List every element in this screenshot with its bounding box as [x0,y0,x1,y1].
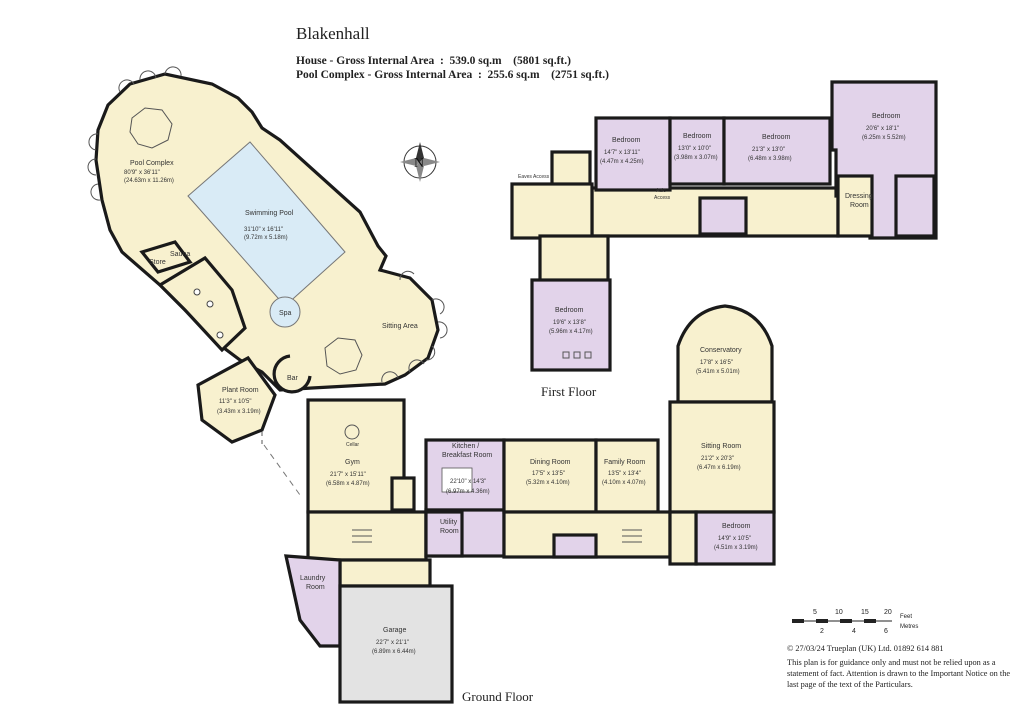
guidance-notice: This plan is for guidance only and must … [787,658,1011,689]
pool-windows [87,66,448,383]
svg-text:10: 10 [835,609,843,616]
room-bed2: Bedroom [683,133,712,140]
svg-text:80'9" x 36'11": 80'9" x 36'11" [124,170,160,176]
room-utility: Utility [440,519,458,526]
svg-text:15: 15 [861,609,869,616]
first-floor-block [510,80,938,372]
pool-area: Pool Complex - Gross Internal Area : 255… [296,69,609,81]
svg-text:17'8" x 16'5": 17'8" x 16'5" [700,360,733,366]
svg-text:19'6" x 13'8": 19'6" x 13'8" [553,320,586,326]
svg-text:(4.10m x 4.07m): (4.10m x 4.07m) [602,480,646,486]
room-kitchen: Kitchen / [452,443,479,450]
svg-text:14'7" x 13'11": 14'7" x 13'11" [604,150,640,156]
room-plant: Plant Room [222,387,259,394]
svg-text:(6.48m x 3.98m): (6.48m x 3.98m) [748,156,792,162]
svg-text:22'7" x 21'1": 22'7" x 21'1" [376,640,409,646]
room-attic: Attic [656,188,666,194]
room-dining: Dining Room [530,459,571,466]
svg-text:(9.72m x 5.18m): (9.72m x 5.18m) [244,235,288,241]
svg-text:17'5" x 13'5": 17'5" x 13'5" [532,471,565,477]
svg-text:(6.97m x 4.36m): (6.97m x 4.36m) [446,489,490,495]
svg-text:(6.58m x 4.87m): (6.58m x 4.87m) [326,481,370,487]
svg-text:22'10" x 14'3": 22'10" x 14'3" [450,479,486,485]
room-bed3: Bedroom [762,134,791,141]
copyright-line: © 27/03/24 Trueplan (UK) Ltd. 01892 614 … [787,644,944,653]
svg-text:20'6" x 18'1": 20'6" x 18'1" [866,126,899,132]
svg-text:(6.89m x 6.44m): (6.89m x 6.44m) [372,649,416,655]
room-dressing: Dressing [845,193,873,200]
svg-text:(5.96m x 4.17m): (5.96m x 4.17m) [549,329,593,335]
svg-text:(5.32m x 4.10m): (5.32m x 4.10m) [526,480,570,486]
room-bed4: Bedroom [872,113,901,120]
svg-text:5: 5 [813,609,817,616]
svg-text:Breakfast Room: Breakfast Room [442,452,492,459]
svg-text:31'10" x 16'11": 31'10" x 16'11" [244,227,283,233]
svg-text:Room: Room [306,584,325,591]
room-cellar: Cellar [346,442,359,448]
room-family: Family Room [604,459,645,466]
svg-text:Metres: Metres [900,624,918,630]
svg-text:Room: Room [850,202,869,209]
room-bar: Bar [287,375,299,382]
svg-text:21'3" x 13'0": 21'3" x 13'0" [752,147,785,153]
first-floor-label: First Floor [541,384,597,399]
house-area: House - Gross Internal Area : 539.0 sq.m… [296,55,571,67]
room-bedroom-ground: Bedroom [722,523,751,530]
svg-text:(6.47m x 6.19m): (6.47m x 6.19m) [697,465,741,471]
svg-text:4: 4 [852,628,856,635]
svg-text:20: 20 [884,609,892,616]
room-store: Store [149,259,166,266]
svg-text:(5.41m x 5.01m): (5.41m x 5.01m) [696,369,740,375]
room-labels: Pool Complex 80'9" x 36'11" (24.63m x 11… [124,113,906,655]
room-gym: Gym [345,459,360,466]
room-garage: Garage [383,627,406,634]
svg-text:(6.25m x 5.52m): (6.25m x 5.52m) [862,135,906,141]
svg-text:(4.51m x 3.19m): (4.51m x 3.19m) [714,545,758,551]
ground-floor-label: Ground Floor [462,689,534,704]
svg-text:Access: Access [654,195,671,201]
svg-text:(4.47m x 4.25m): (4.47m x 4.25m) [600,159,644,165]
svg-text:(3.98m x 3.07m): (3.98m x 3.07m) [674,155,718,161]
plan-title: Blakenhall [296,24,370,43]
spa [269,296,301,328]
swimming-pool [187,141,346,307]
svg-text:13'0" x 10'0": 13'0" x 10'0" [678,146,711,152]
compass-icon: N [400,142,440,182]
room-conservatory: Conservatory [700,347,742,354]
room-swimming-pool: Swimming Pool [245,210,294,217]
room-spa: Spa [279,310,292,317]
pool-complex-block [87,66,448,496]
svg-text:21'2" x 20'3": 21'2" x 20'3" [701,456,734,462]
room-bed1: Bedroom [612,137,641,144]
room-sauna: Sauna [170,251,190,258]
svg-text:Room: Room [440,528,459,535]
svg-text:Feet: Feet [900,614,912,620]
svg-text:21'7" x 15'11": 21'7" x 15'11" [330,472,366,478]
room-sitting-room: Sitting Room [701,443,741,450]
room-sitting-area: Sitting Area [382,323,418,330]
svg-text:(24.63m x 11.26m): (24.63m x 11.26m) [124,178,174,184]
svg-text:14'9" x 10'5": 14'9" x 10'5" [718,536,751,542]
ground-floor-block [283,304,776,704]
room-eaves: Eaves Access [518,174,550,180]
svg-text:11'3" x 10'5": 11'3" x 10'5" [219,399,251,405]
scale-bar: 5 10 15 20 Feet 2 4 6 Metres [792,609,918,635]
svg-text:(3.43m x 3.19m): (3.43m x 3.19m) [217,409,261,415]
room-laundry: Laundry [300,575,326,582]
svg-text:13'5" x 13'4": 13'5" x 13'4" [608,471,641,477]
svg-text:6: 6 [884,628,888,635]
svg-text:2: 2 [820,628,824,635]
room-bed5: Bedroom [555,307,584,314]
compass-letter: N [414,156,424,171]
room-pool-complex: Pool Complex [130,160,174,167]
